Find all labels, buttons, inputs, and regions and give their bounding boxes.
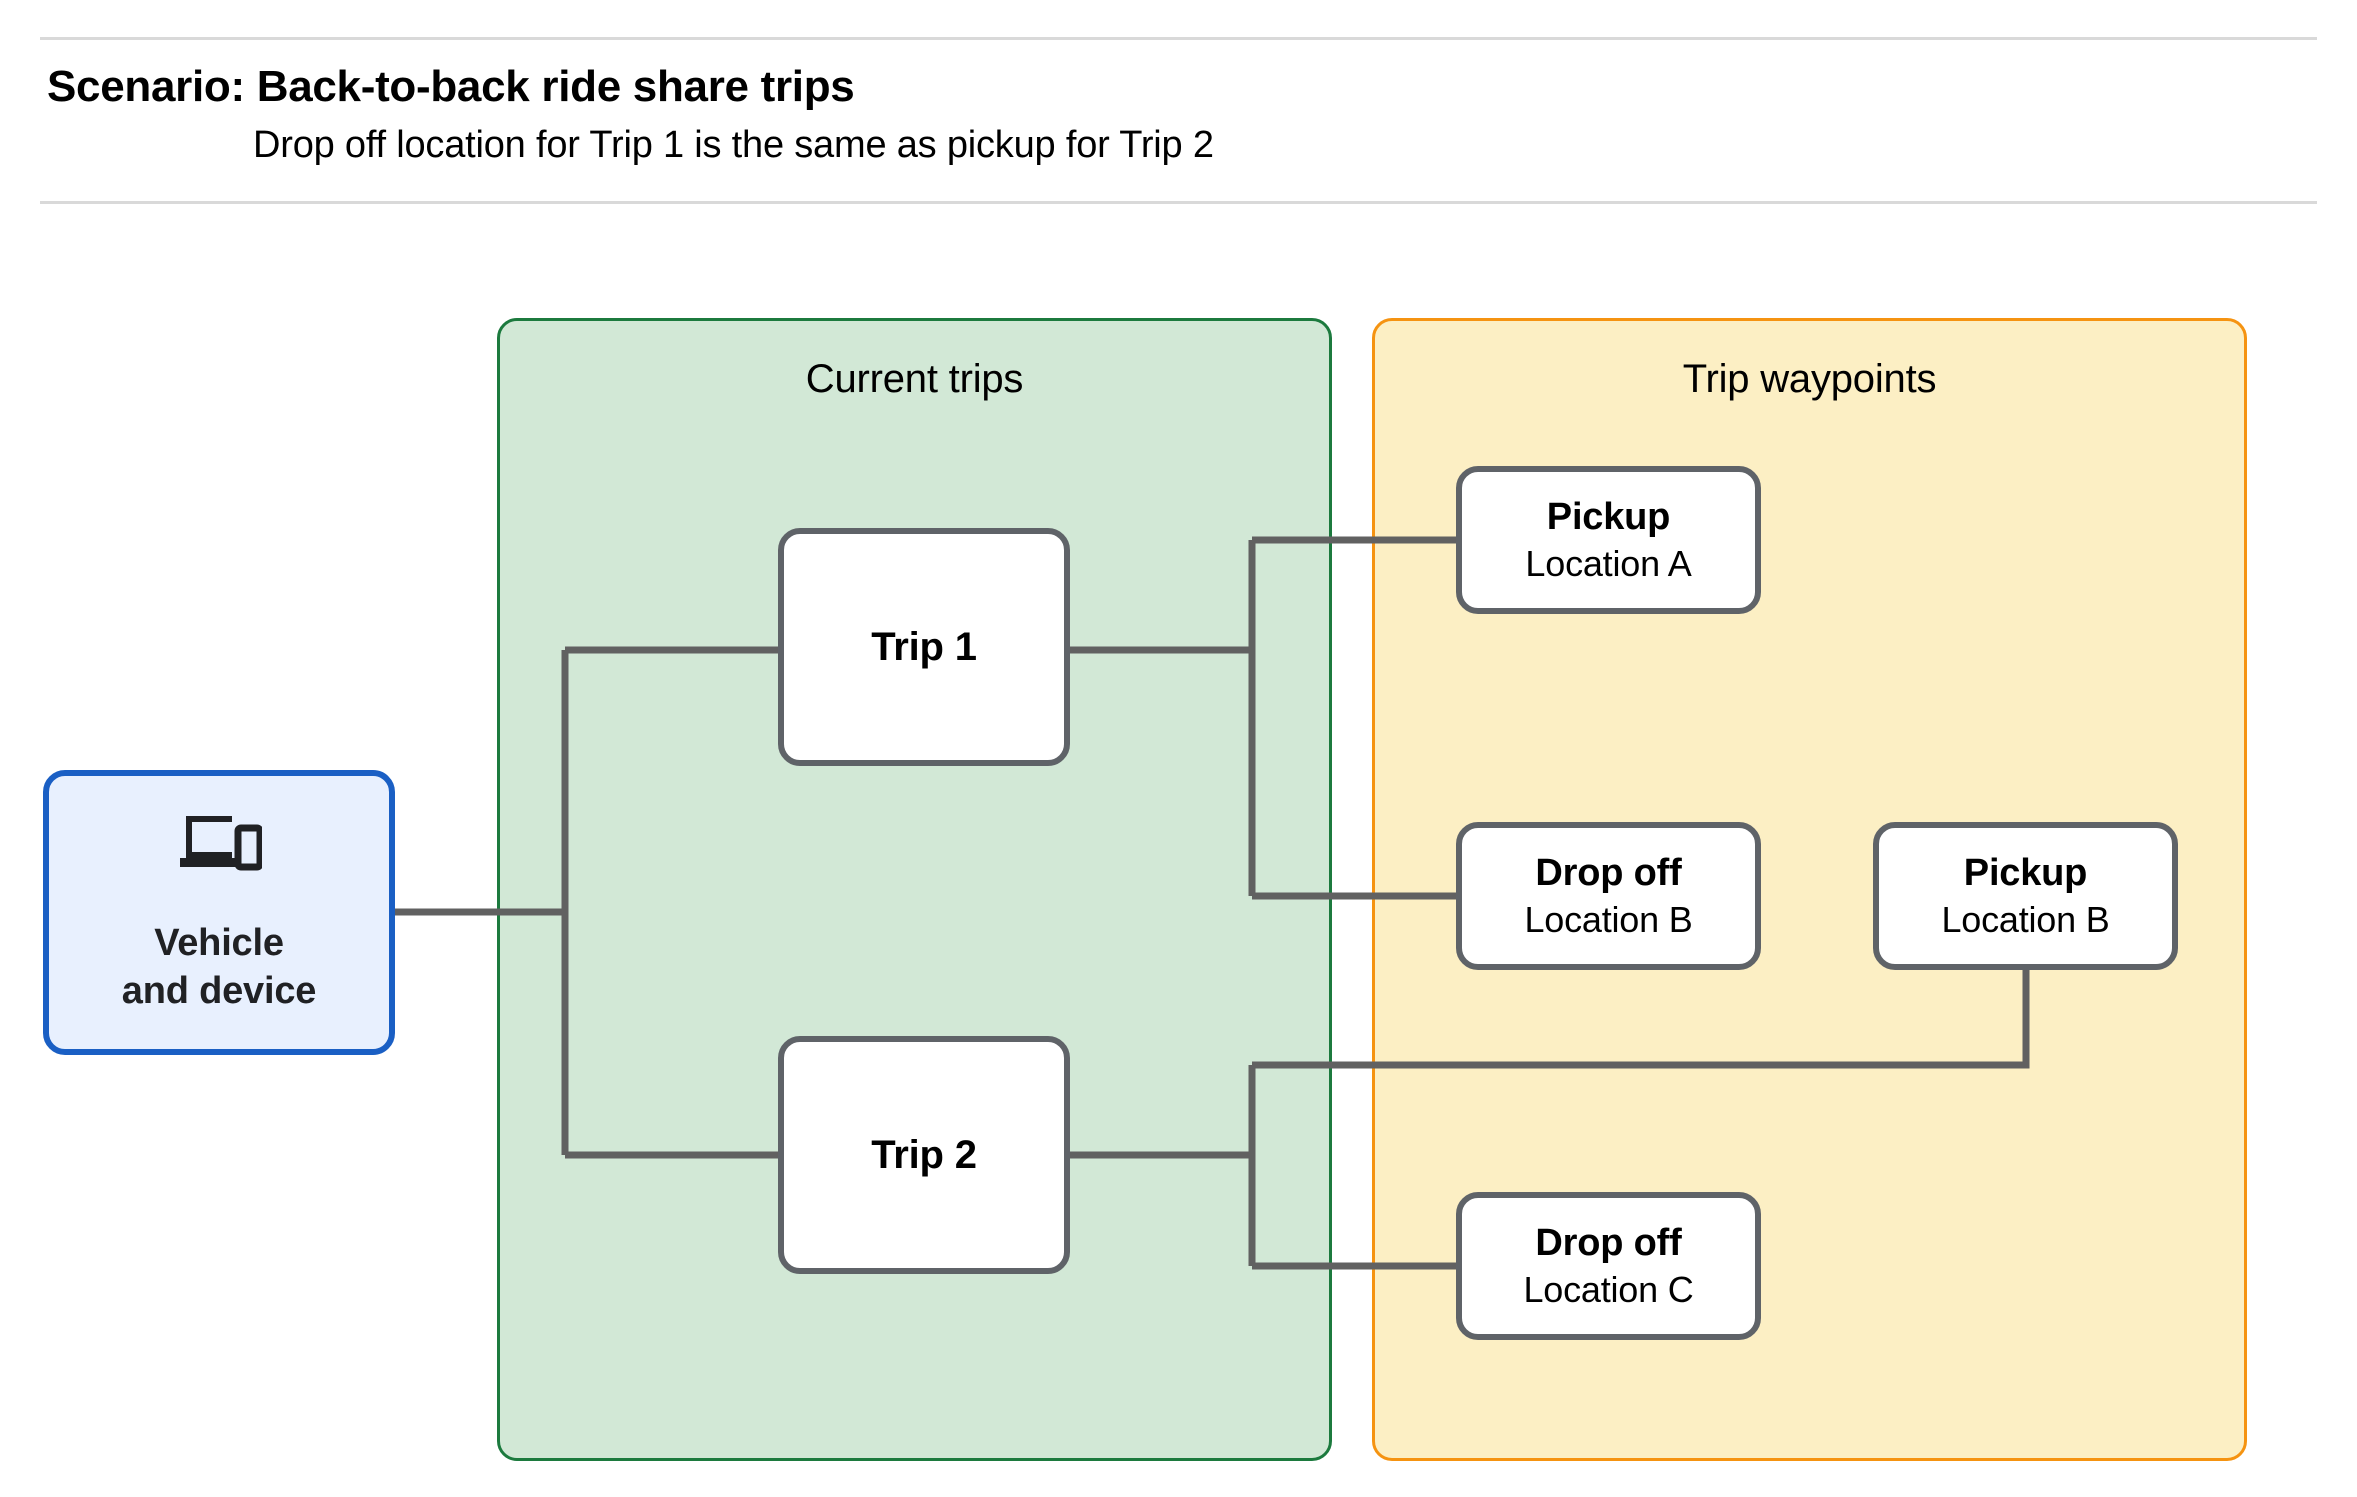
waypoint-pickup-location-a[interactable]: Pickup Location A — [1456, 466, 1761, 614]
waypoint-dropoff-location-b[interactable]: Drop off Location B — [1456, 822, 1761, 970]
waypoint-location: Location B — [1524, 898, 1693, 940]
page-title: Scenario: Back-to-back ride share trips — [47, 62, 855, 111]
waypoint-location: Location B — [1941, 898, 2110, 940]
vehicle-label-line-2: and device — [121, 969, 317, 1012]
trip-1-node[interactable]: Trip 1 — [778, 528, 1070, 766]
waypoint-title: Pickup — [1963, 852, 2088, 895]
waypoint-pickup-location-b[interactable]: Pickup Location B — [1873, 822, 2178, 970]
group-current-trips-title: Current trips — [805, 357, 1024, 401]
waypoint-title: Pickup — [1546, 496, 1671, 539]
header-divider-bottom — [40, 201, 2317, 204]
trip-1-label: Trip 1 — [871, 624, 977, 669]
waypoint-title: Drop off — [1535, 852, 1682, 895]
group-current-trips: Current trips — [497, 318, 1332, 1461]
devices-icon — [180, 816, 262, 871]
vehicle-label-line-1: Vehicle — [154, 922, 284, 964]
waypoint-location: Location A — [1525, 542, 1692, 584]
waypoint-location: Location C — [1523, 1268, 1694, 1310]
waypoint-dropoff-location-c[interactable]: Drop off Location C — [1456, 1192, 1761, 1340]
group-trip-waypoints-title: Trip waypoints — [1682, 357, 1937, 401]
waypoint-title: Drop off — [1535, 1222, 1682, 1265]
vehicle-and-device-node[interactable]: Vehicle and device — [43, 770, 395, 1055]
trip-2-label: Trip 2 — [871, 1132, 977, 1177]
header-divider-top — [40, 37, 2317, 40]
trip-2-node[interactable]: Trip 2 — [778, 1036, 1070, 1274]
page-subtitle: Drop off location for Trip 1 is the same… — [253, 124, 1214, 166]
